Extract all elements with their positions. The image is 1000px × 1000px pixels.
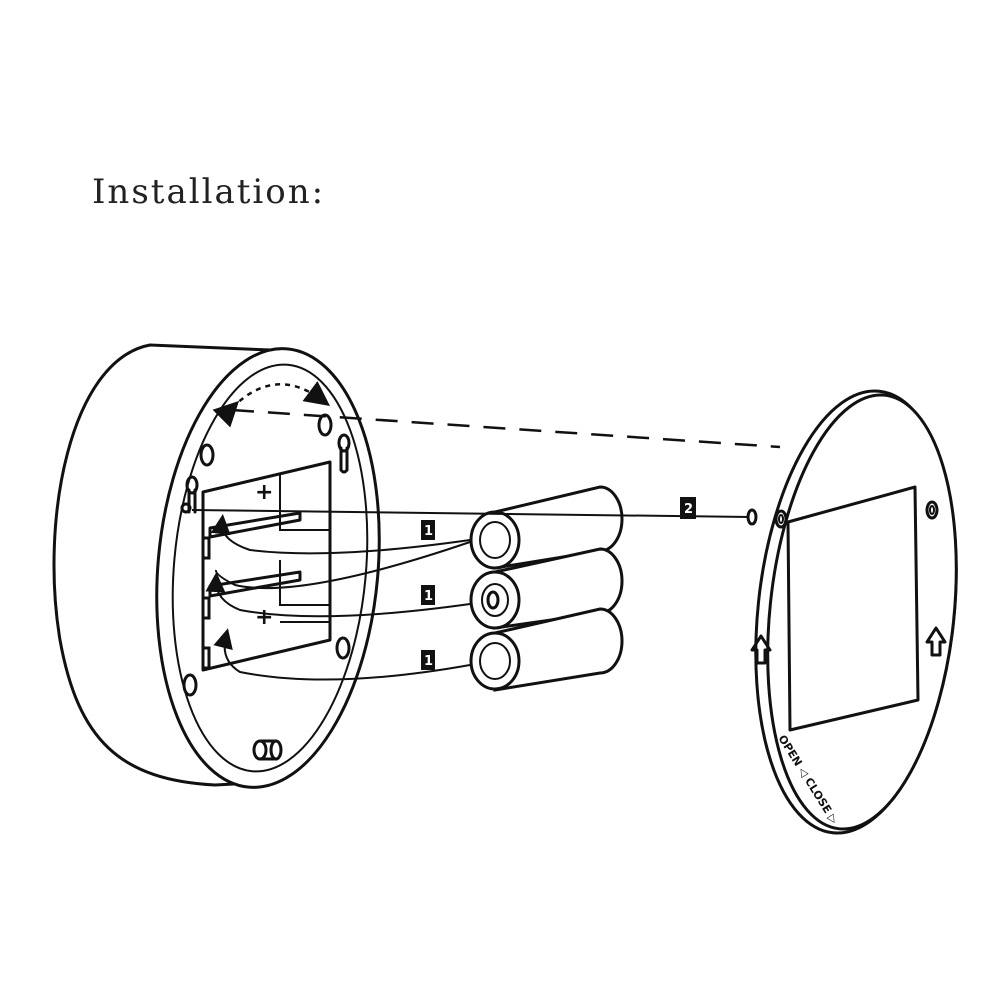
rotate-arrow-icon: [212, 381, 331, 428]
guide-dashed-line: [231, 408, 781, 449]
screw-hole-bottom-left: [182, 673, 198, 697]
keyhole-slot-left: [180, 475, 199, 514]
battery-middle: [469, 547, 624, 630]
curved-insert-arrow-middle: [205, 572, 471, 618]
cover-peg: [746, 508, 758, 526]
display-window: [786, 485, 920, 732]
step-badge-2: 2: [680, 497, 696, 519]
housing-inner-rim: [171, 363, 369, 773]
battery-bottom: [469, 607, 624, 692]
battery-top: [469, 485, 624, 570]
front-cover: OPEN ◁ CLOSE ▷: [746, 389, 958, 835]
cover-disc-face: [766, 393, 958, 831]
battery-compartment: + +: [201, 460, 332, 672]
step-badge-1-top: 1: [421, 520, 435, 540]
step-badge-1-middle: 1: [421, 585, 435, 605]
guide-line-keyhole: [191, 509, 751, 518]
up-arrow-icon-right: [925, 626, 947, 657]
up-arrow-icon: [750, 634, 772, 665]
step-badge-1-bottom: 1: [421, 650, 435, 670]
page-title: Installation:: [92, 172, 326, 212]
svg-text:2: 2: [684, 502, 693, 517]
curved-insert-arrow-bottom: [213, 628, 471, 681]
svg-text:1: 1: [424, 524, 433, 539]
cover-screw-left: [774, 509, 788, 529]
svg-text:1: 1: [424, 589, 433, 604]
curved-insert-arrow-icon: [210, 514, 471, 555]
polarity-plus-upper: +: [255, 480, 273, 505]
base-housing: + +: [52, 343, 381, 789]
keyhole-slot-bottom: [252, 739, 283, 761]
svg-text:1: 1: [424, 654, 433, 669]
polarity-plus-lower: +: [255, 605, 273, 630]
screw-hole-top-left: [199, 443, 215, 467]
keyhole-slot-right: [337, 433, 351, 474]
screw-hole-right: [335, 636, 351, 660]
cover-screw-right: [925, 500, 939, 520]
